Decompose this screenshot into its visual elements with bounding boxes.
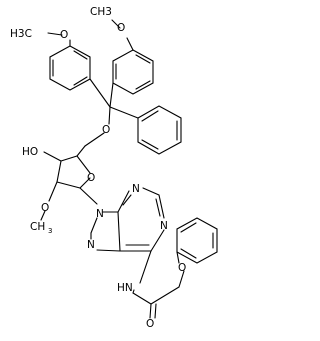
atom-label-ch3-sugar: CH: [30, 221, 45, 233]
atom-label-n9: N: [96, 208, 104, 220]
atom-label-hn: HN: [117, 282, 133, 294]
atom-label-o-ring: O: [87, 172, 95, 184]
atom-label-n3: N: [132, 183, 140, 195]
atom-label-ho: HO: [22, 146, 38, 158]
atom-label-n1: N: [160, 220, 168, 232]
atom-label-o-left: O: [60, 29, 68, 41]
atom-label-h3c: H3C: [10, 28, 32, 40]
atom-label-o-trityl: O: [102, 124, 110, 136]
atom-label-n7: N: [87, 239, 95, 251]
atom-label-o-ether: O: [178, 262, 186, 274]
molecule-drawing: H3C O CH3 O O HO O O CH 3 N N N N HN O O: [10, 6, 218, 330]
atom-label-o-methoxy: O: [41, 202, 49, 214]
bond-lines: [40, 19, 218, 319]
atom-labels: H3C O CH3 O O HO O O CH 3 N N N N HN O O: [10, 6, 186, 330]
structure-diagram: H3C O CH3 O O HO O O CH 3 N N N N HN O O: [10, 6, 218, 330]
atom-label-ch3: CH3: [90, 6, 112, 18]
atom-label-o-right: O: [117, 22, 125, 34]
atom-label-ch3-sugar-subscript: 3: [48, 227, 52, 235]
atom-label-o-carbonyl: O: [146, 318, 154, 330]
